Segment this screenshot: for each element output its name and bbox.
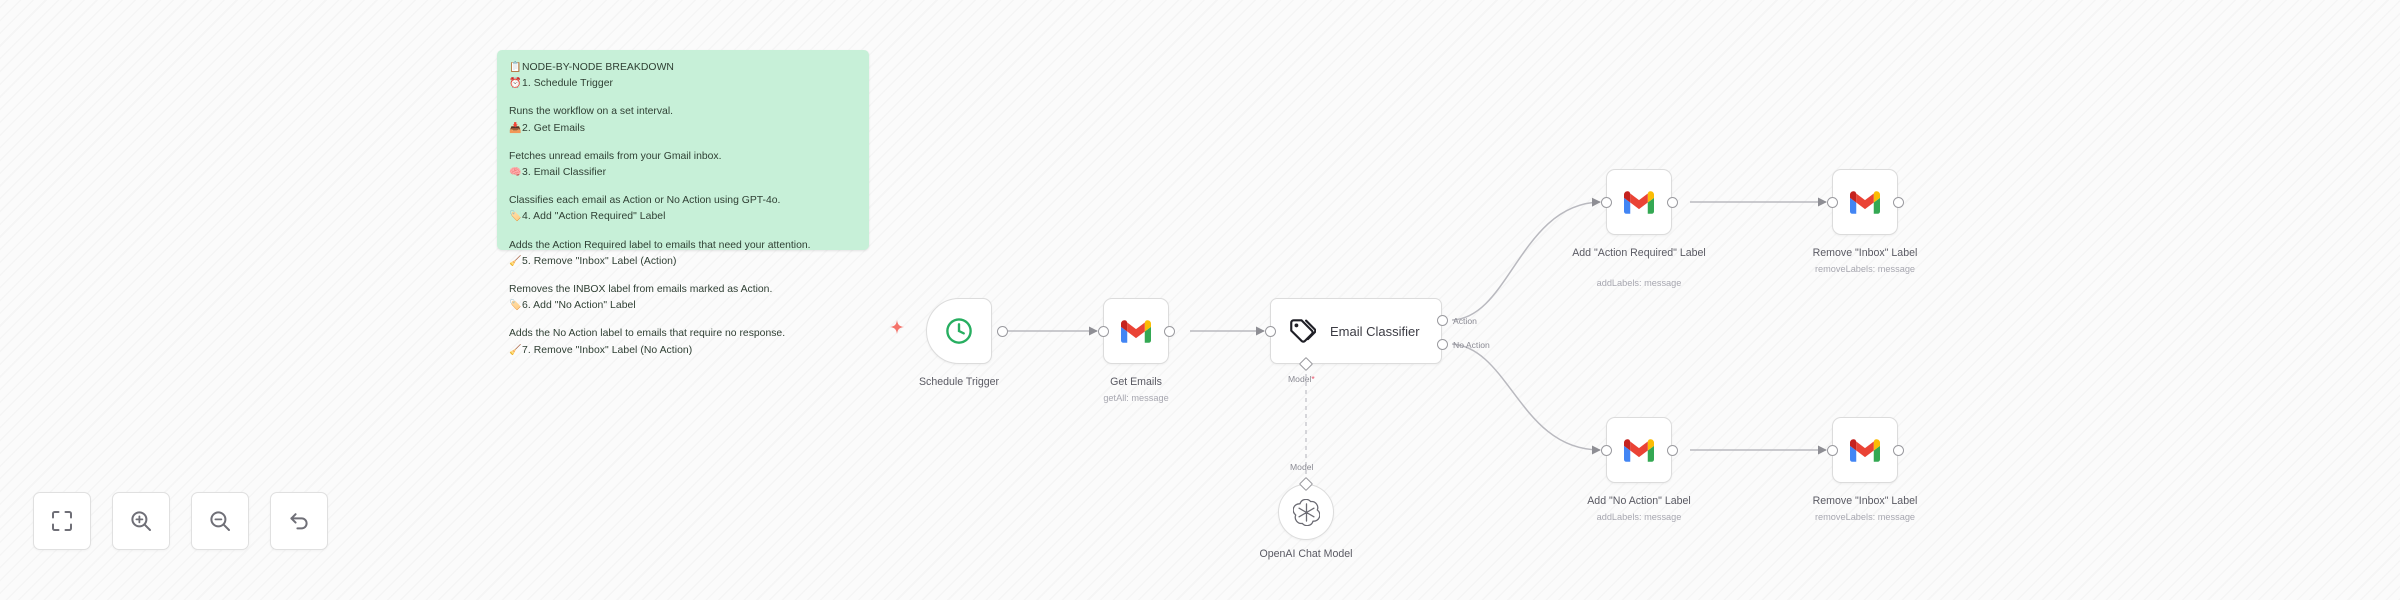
caption-openai-chat-model: OpenAI Chat Model: [1259, 548, 1353, 560]
node-title-email-classifier: Email Classifier: [1330, 323, 1420, 339]
zoom-out-button[interactable]: [191, 492, 249, 550]
port-remove-inbox-no-action-in[interactable]: [1826, 444, 1838, 456]
sticky-note[interactable]: 📋NODE-BY-NODE BREAKDOWN ⏰1. Schedule Tri…: [497, 50, 869, 356]
node-openai-chat-model[interactable]: [1278, 484, 1334, 540]
inbox-tray-icon: 📥: [509, 122, 522, 134]
label-icon: 🏷️: [509, 300, 522, 312]
sticky-entry-title-5: 🧹5. Remove "Inbox" Label (Action): [509, 254, 857, 270]
port-email-classifier-in[interactable]: [1264, 325, 1276, 337]
node-schedule-trigger[interactable]: [926, 298, 992, 364]
alarm-clock-icon: ⏰: [509, 78, 522, 90]
sticky-entry-title-2: 📥2. Get Emails: [509, 121, 857, 137]
port-label-no-action: No Action: [1453, 339, 1490, 350]
brain-icon: 🧠: [509, 167, 522, 179]
node-body: [927, 299, 991, 363]
sticky-entry-desc-5: Removes the INBOX label from emails mark…: [509, 284, 773, 296]
sticky-spacer: [509, 181, 857, 193]
gmail-icon: [1624, 190, 1654, 214]
zoom-in-icon: [131, 511, 151, 531]
gmail-icon: [1121, 319, 1151, 343]
sticky-spacer: [509, 270, 857, 282]
sticky-entry-desc-4: Adds the Action Required label to emails…: [509, 239, 811, 251]
node-remove-inbox-label-no-action[interactable]: [1832, 417, 1898, 483]
sticky-entry-title-7: 🧹7. Remove "Inbox" Label (No Action): [509, 343, 857, 359]
sticky-heading: 📋NODE-BY-NODE BREAKDOWN: [509, 60, 857, 76]
sticky-entry-title-4: 🏷️4. Add "Action Required" Label: [509, 209, 857, 225]
port-add-no-action-out[interactable]: [1666, 444, 1678, 456]
clipboard-icon: 📋: [509, 62, 522, 73]
node-body: Email Classifier: [1271, 299, 1459, 363]
fit-view-icon: [52, 511, 72, 531]
reset-zoom-button[interactable]: [270, 492, 328, 550]
port-remove-inbox-action-out[interactable]: [1892, 196, 1904, 208]
port-label-model: Model*: [1288, 374, 1315, 384]
node-remove-inbox-label-action[interactable]: [1832, 169, 1898, 235]
subcaption-get-emails: getAll: message: [1103, 393, 1169, 403]
zoom-in-button[interactable]: [112, 492, 170, 550]
subcaption-remove-inbox-label-no-action: removeLabels: message: [1814, 512, 1916, 522]
port-add-no-action-in[interactable]: [1600, 444, 1612, 456]
sticky-entry-desc-1: Runs the workflow on a set interval.: [509, 106, 674, 118]
sticky-entry-desc-3: Classifies each email as Action or No Ac…: [509, 195, 781, 207]
port-remove-inbox-no-action-out[interactable]: [1892, 444, 1904, 456]
subcaption-remove-inbox-label-action: removeLabels: message: [1814, 264, 1916, 274]
broom-icon: 🧹: [509, 344, 522, 356]
port-remove-inbox-action-in[interactable]: [1826, 196, 1838, 208]
port-add-action-required-out[interactable]: [1666, 196, 1678, 208]
gmail-icon: [1850, 190, 1880, 214]
required-asterisk: *: [1311, 374, 1315, 384]
node-email-classifier[interactable]: Email Classifier: [1270, 298, 1442, 364]
node-get-emails[interactable]: [1103, 298, 1169, 364]
sparkle-icon: [890, 320, 904, 334]
sticky-entry-desc-2: Fetches unread emails from your Gmail in…: [509, 150, 722, 162]
node-body: [1833, 170, 1897, 234]
broom-icon: 🧹: [509, 255, 522, 267]
subcaption-add-no-action-label: addLabels: message: [1596, 512, 1682, 522]
caption-get-emails: Get Emails: [1110, 376, 1162, 388]
caption-remove-inbox-label-action: Remove "Inbox" Label: [1812, 247, 1918, 259]
gmail-icon: [1850, 438, 1880, 462]
connector-label-model: Model: [1290, 462, 1314, 472]
openai-icon: [1292, 498, 1320, 526]
caption-schedule-trigger: Schedule Trigger: [918, 376, 1000, 388]
port-label-action: Action: [1453, 315, 1477, 326]
sticky-entry-desc-6: Adds the No Action label to emails that …: [509, 328, 786, 340]
fit-to-view-button[interactable]: [33, 492, 91, 550]
port-email-classifier-out-action[interactable]: [1436, 314, 1448, 326]
sticky-spacer: [509, 137, 857, 149]
sticky-entry-title-1: ⏰1. Schedule Trigger: [509, 76, 857, 92]
undo-arrow-icon: [290, 513, 308, 530]
node-body: [1607, 418, 1671, 482]
zoom-out-icon: [210, 511, 230, 531]
sticky-entry-title-6: 🏷️6. Add "No Action" Label: [509, 298, 857, 314]
sticky-entry-title-3: 🧠3. Email Classifier: [509, 165, 857, 181]
sticky-spacer: [509, 314, 857, 326]
node-add-no-action-label[interactable]: [1606, 417, 1672, 483]
port-email-classifier-out-no-action[interactable]: [1436, 338, 1448, 350]
port-get-emails-in[interactable]: [1097, 325, 1109, 337]
label-icon: 🏷️: [509, 211, 522, 223]
clock-icon: [946, 318, 972, 344]
gmail-icon: [1624, 438, 1654, 462]
node-body: [1104, 299, 1168, 363]
sticky-spacer: [509, 226, 857, 238]
caption-add-no-action-label: Add "No Action" Label: [1587, 495, 1691, 507]
tag-icon: [1290, 318, 1316, 343]
port-schedule-trigger-out[interactable]: [997, 325, 1008, 337]
port-get-emails-out[interactable]: [1163, 325, 1175, 337]
caption-remove-inbox-label-no-action: Remove "Inbox" Label: [1812, 495, 1918, 507]
caption-add-action-required-label: Add "Action Required" Label: [1572, 247, 1706, 259]
subcaption-add-action-required-label: addLabels: message: [1596, 278, 1682, 288]
node-body: [1279, 485, 1333, 539]
sticky-spacer: [509, 92, 857, 104]
node-body: [1607, 170, 1671, 234]
node-add-action-required-label[interactable]: [1606, 169, 1672, 235]
node-body: [1833, 418, 1897, 482]
port-add-action-required-in[interactable]: [1600, 196, 1612, 208]
canvas-toolbar: [33, 492, 328, 550]
